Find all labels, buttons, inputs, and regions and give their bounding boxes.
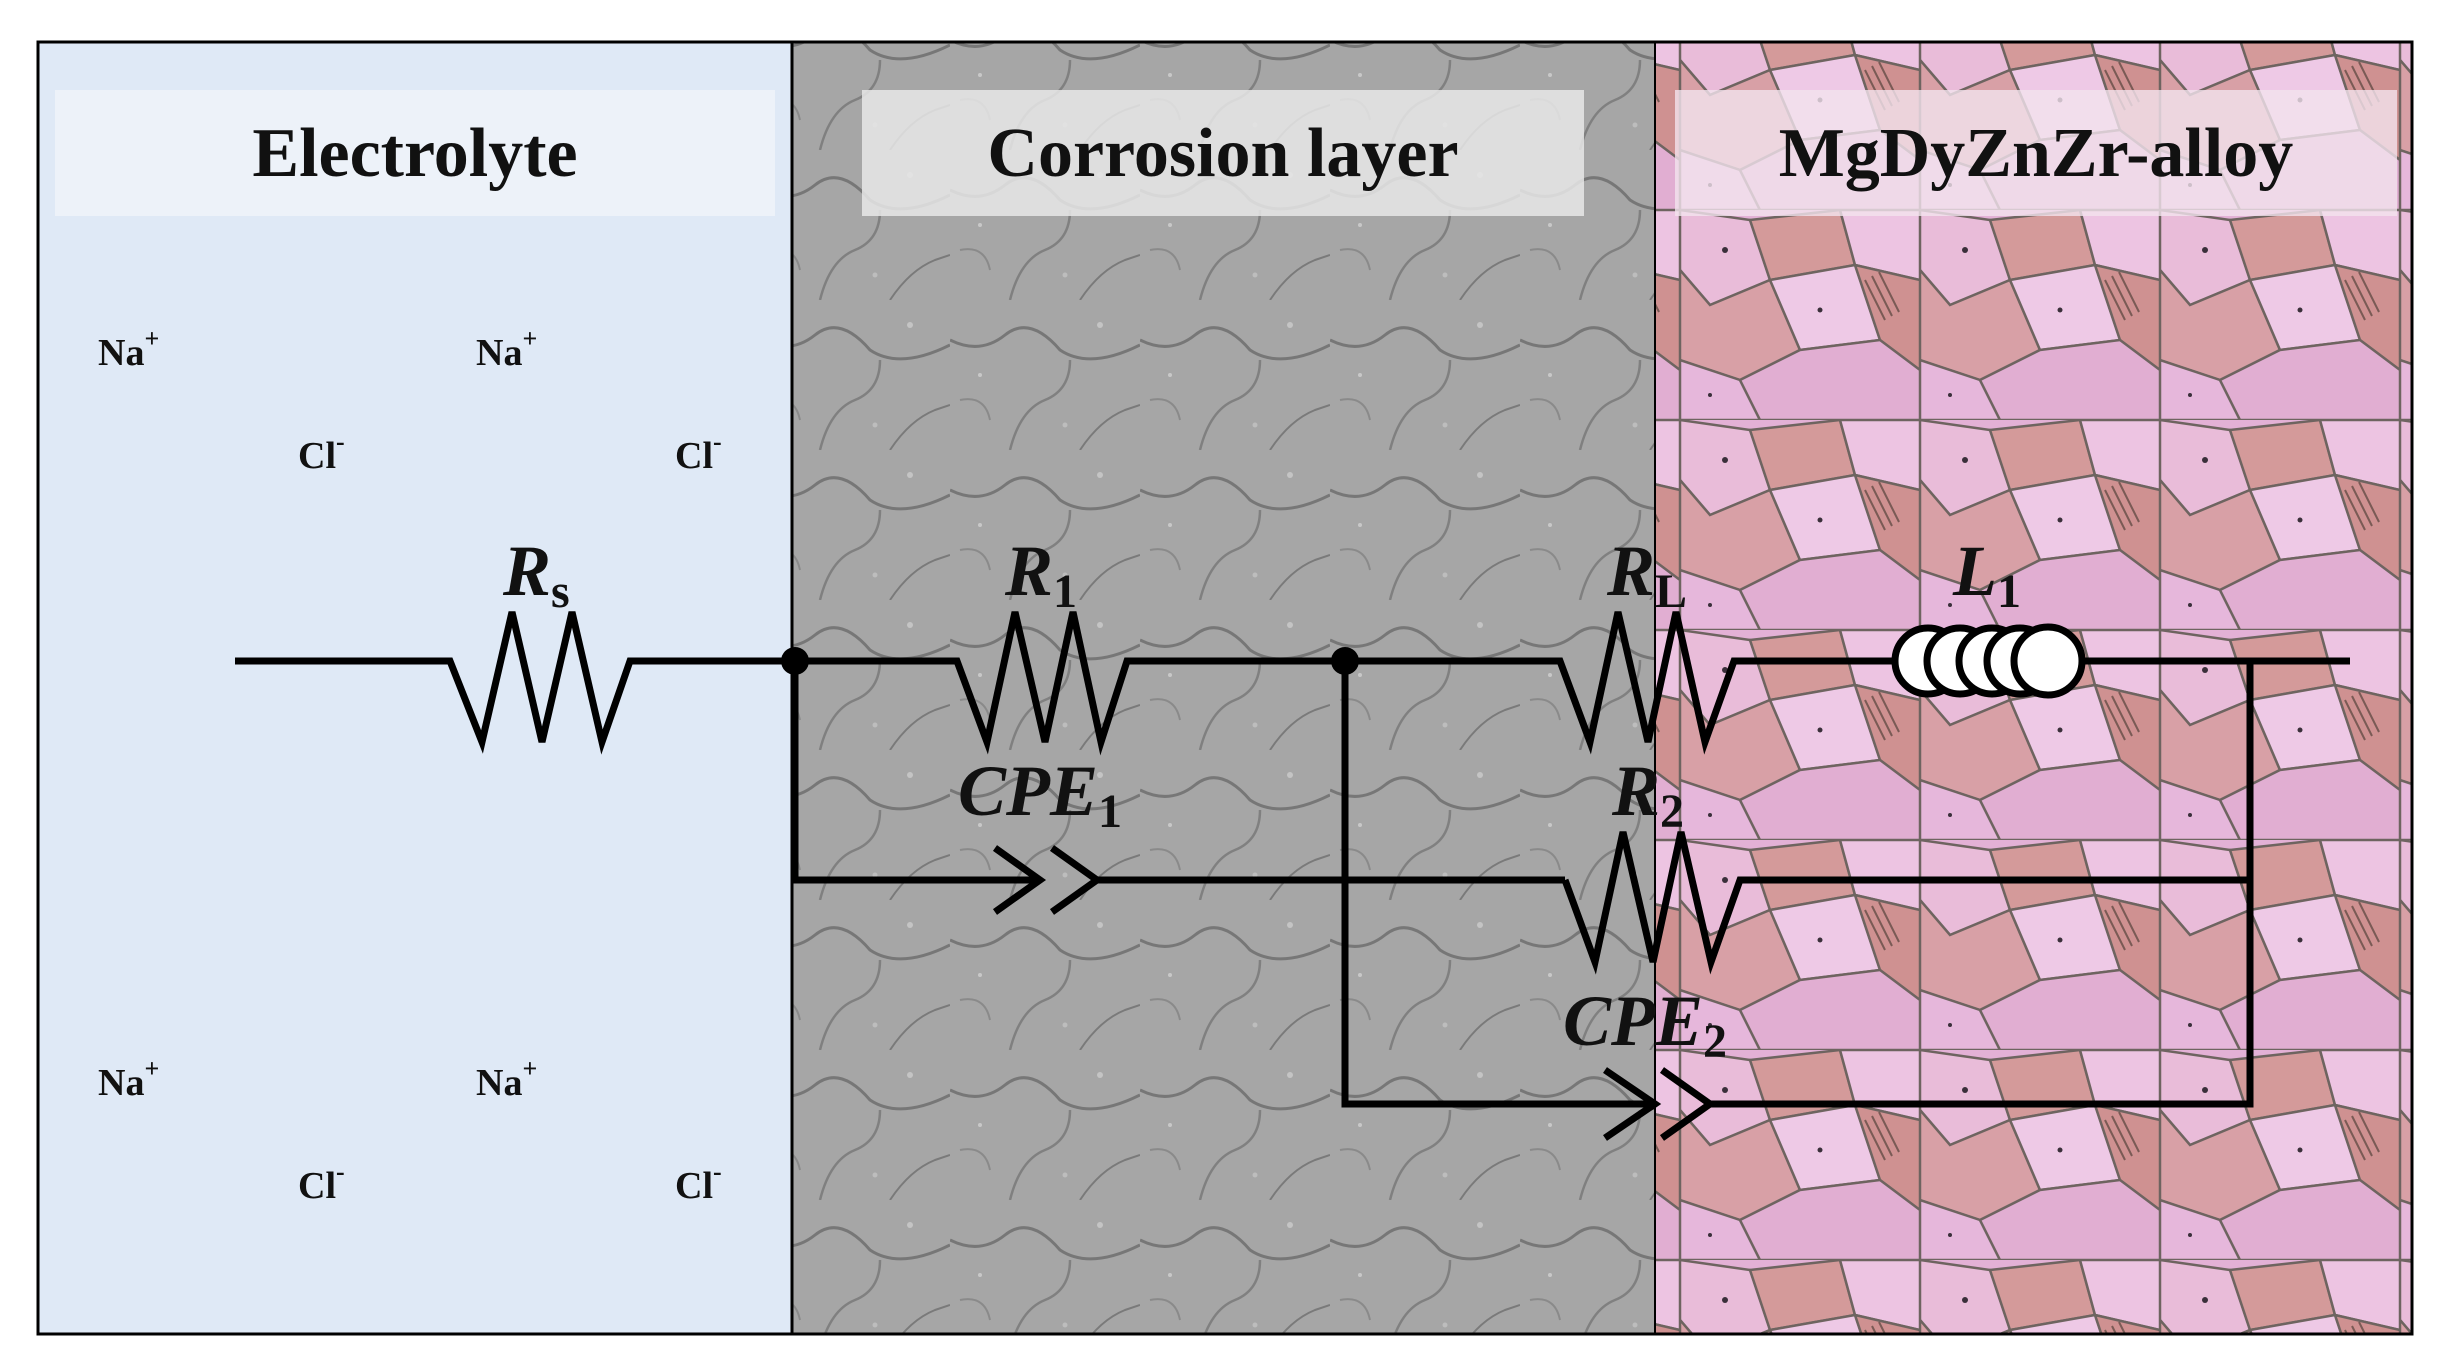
rl-label: RL bbox=[1606, 531, 1687, 618]
cpe1-label: CPE1 bbox=[958, 751, 1122, 838]
rs-label: Rs bbox=[502, 531, 570, 618]
alloy-header-box bbox=[1675, 90, 2397, 216]
corrosion-layer-panel bbox=[792, 42, 1655, 1334]
region-headers: Electrolyte Corrosion layer MgDyZnZr-all… bbox=[55, 90, 2397, 216]
chloride-ion-label: Cl- bbox=[298, 1157, 345, 1207]
sodium-ion-label: Na+ bbox=[98, 1054, 159, 1104]
cpe2-label: CPE2 bbox=[1563, 981, 1727, 1068]
sodium-ion-label: Na+ bbox=[98, 324, 159, 374]
r2-resistor bbox=[1561, 661, 2254, 975]
cpe2-wire-in bbox=[1341, 661, 1650, 1108]
r2-label: R2 bbox=[1611, 751, 1684, 838]
alloy-header: MgDyZnZr-alloy bbox=[1779, 115, 2294, 192]
rl-resistor bbox=[1345, 611, 1895, 755]
figure-border bbox=[36, 40, 2414, 1336]
r1-label: R1 bbox=[1004, 531, 1077, 618]
electrolyte-header: Electrolyte bbox=[252, 115, 577, 192]
equivalent-circuit bbox=[235, 611, 2350, 1141]
l1-inductor bbox=[1891, 623, 2086, 699]
corrosion-header-box bbox=[862, 90, 1584, 216]
r1-resistor bbox=[792, 611, 1345, 756]
corrosion-layer-header: Corrosion layer bbox=[987, 115, 1458, 192]
sodium-ion-label: Na+ bbox=[476, 1054, 537, 1104]
cpe2-wire-out bbox=[1710, 880, 2254, 1108]
chloride-ion-label: Cl- bbox=[298, 427, 345, 477]
electrolyte-ions: Na+ Na+ Cl- Cl- Na+ Na+ Cl- Cl- bbox=[98, 324, 722, 1207]
component-labels: Rs R1 RL L1 CPE1 R2 CPE2 bbox=[502, 531, 2021, 1068]
sodium-ion-label: Na+ bbox=[476, 324, 537, 374]
electrolyte-panel bbox=[38, 42, 792, 1334]
electrolyte-header-box bbox=[55, 90, 775, 216]
junction-node bbox=[781, 647, 809, 675]
rs-resistor bbox=[235, 611, 792, 755]
chloride-ion-label: Cl- bbox=[675, 427, 722, 477]
junction-node bbox=[1331, 647, 1359, 675]
cpe1-wire-in bbox=[791, 661, 1035, 884]
region-panels bbox=[36, 40, 2414, 1336]
l1-label: L1 bbox=[1952, 531, 2021, 618]
chloride-ion-label: Cl- bbox=[675, 1157, 722, 1207]
